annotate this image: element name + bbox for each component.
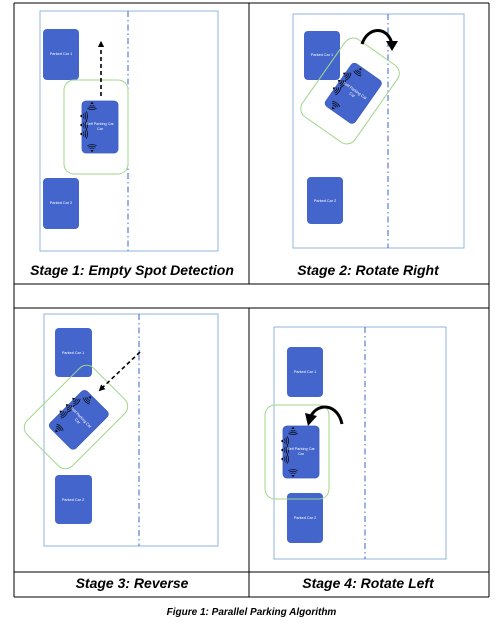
parked-car-1 [304,31,340,80]
rotate-right-arrow [360,29,394,45]
svg-text:Car: Car [74,418,82,426]
reverse-arrow [98,351,141,392]
parking-lot-border [43,313,219,547]
parked-car-2 [43,178,79,229]
figure-caption: Figure 1: Parallel Parking Algorithm [166,607,337,618]
stage-1-panel: Parked Car 1 Parked Car 2 Self Parking C… [30,10,234,278]
stage-3-panel: Parked Car 1 Parked Car 2 Self Parking C… [20,313,219,591]
stage-2-label: Stage 2: Rotate Right [297,262,440,278]
parked-car-1-label: Parked Car 1 [311,53,333,57]
parked-car-2-label: Parked Car 2 [294,516,316,520]
parked-car-1-label: Parked Car 1 [62,351,84,355]
parked-car-1-label: Parked Car 1 [50,52,72,56]
self-car-label: Self Parking Car [287,447,315,451]
stage-2-panel: Parked Car 1 Parked Car 2 Self Parking C… [292,13,465,278]
stage-3-label: Stage 3: Reverse [76,575,189,591]
svg-text:Car: Car [97,127,104,131]
parked-car-2 [307,177,343,224]
parked-car-1 [287,347,323,397]
parking-lot-border [292,13,465,249]
figure-table [13,2,490,598]
parked-car-1 [43,29,79,80]
rotate-left-arrow [309,405,344,425]
parked-car-1-label: Parked Car 1 [294,370,316,374]
parked-car-2 [287,493,323,543]
self-car-label: Self Parking Car [86,122,114,126]
stage-1-label: Stage 1: Empty Spot Detection [30,262,234,278]
parked-car-2-label: Parked Car 2 [50,201,72,205]
parked-car-2-label: Parked Car 2 [62,498,84,502]
parked-car-2 [55,475,92,524]
stage-4-label: Stage 4: Rotate Left [302,575,435,591]
stage-4-panel: Parked Car 1 Parked Car 2 Self Parking C… [265,326,447,591]
parking-lot-border [273,326,447,560]
svg-text:Car: Car [298,452,305,456]
svg-text:Car: Car [348,92,356,99]
parking-lot-border [39,10,219,252]
parked-car-2-label: Parked Car 2 [314,199,336,203]
parked-car-1 [55,328,92,377]
